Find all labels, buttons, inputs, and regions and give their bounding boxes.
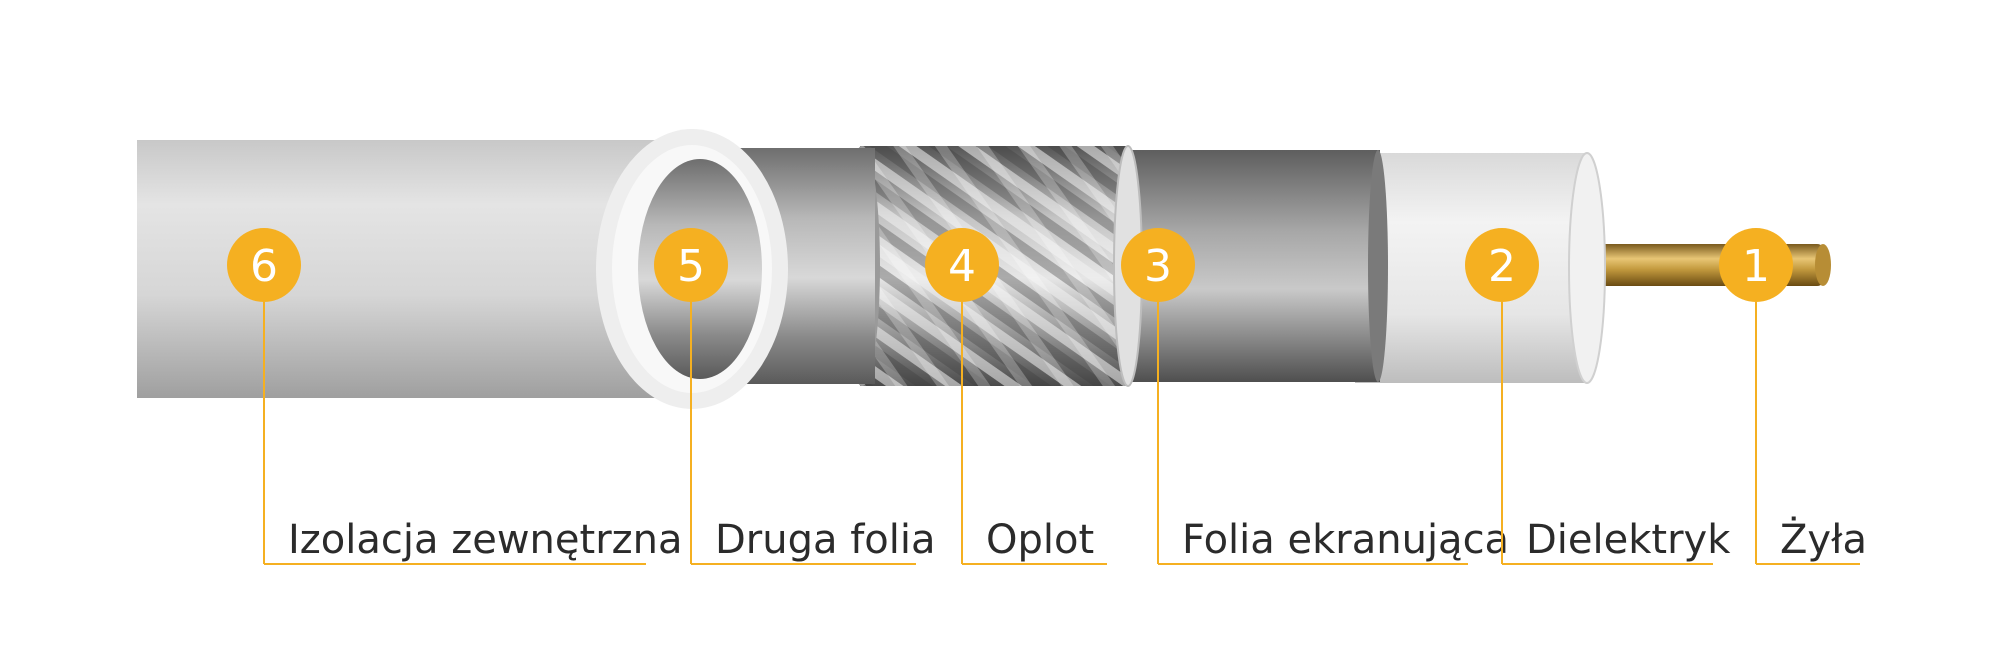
marker-number: 4 [948, 241, 976, 292]
callout-label: Żyła [1780, 515, 1867, 563]
marker-circle [925, 228, 999, 302]
callout-label: Izolacja zewnętrzna [288, 517, 683, 563]
marker-circle [1465, 228, 1539, 302]
marker-circle [1719, 228, 1793, 302]
marker-number: 2 [1488, 241, 1516, 292]
marker-number: 6 [250, 241, 278, 292]
marker-number: 5 [677, 241, 705, 292]
marker-circle [654, 228, 728, 302]
callout-label: Druga folia [715, 517, 936, 563]
marker-number: 1 [1742, 241, 1770, 292]
callout-label: Dielektryk [1526, 517, 1731, 563]
callout-label: Folia ekranująca [1182, 517, 1509, 563]
marker-circle [1121, 228, 1195, 302]
callout-label: Oplot [986, 517, 1094, 563]
core-wire [1580, 244, 1831, 286]
marker-number: 3 [1144, 241, 1172, 292]
marker-circle [227, 228, 301, 302]
